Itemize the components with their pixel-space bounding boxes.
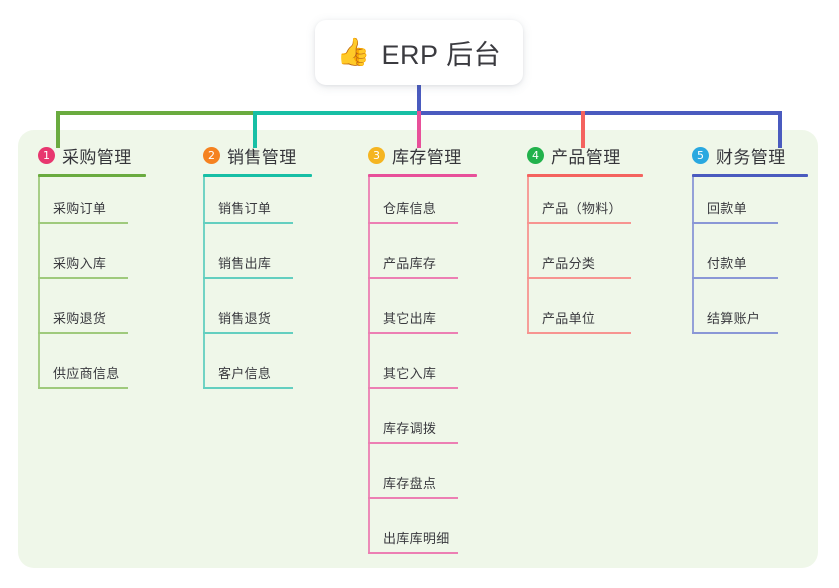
leaf-node[interactable]: 其它出库	[368, 310, 458, 334]
leaf-label: 产品库存	[383, 256, 437, 271]
leaf-node[interactable]: 付款单	[692, 255, 778, 279]
leaf-label: 库存盘点	[383, 476, 437, 491]
leaf-node[interactable]: 库存盘点	[368, 475, 458, 499]
leaf-node[interactable]: 库存调拨	[368, 420, 458, 444]
leaf-node[interactable]: 出库库明细	[368, 530, 458, 554]
diagram-panel	[18, 130, 818, 568]
leaf-label: 销售退货	[218, 311, 272, 326]
column-4: 4 产品管理	[527, 140, 643, 177]
leaf-node[interactable]: 供应商信息	[38, 365, 128, 389]
leaf-label: 采购入库	[53, 256, 107, 271]
leaf-underline	[527, 277, 631, 279]
leaf-underline	[692, 222, 778, 224]
leaf-label: 结算账户	[707, 311, 761, 326]
column-title: 销售管理	[227, 147, 297, 167]
leaf-node[interactable]: 客户信息	[203, 365, 293, 389]
leaf-node[interactable]: 产品分类	[527, 255, 631, 279]
leaf-underline	[692, 277, 778, 279]
column-3: 3 库存管理	[368, 140, 477, 177]
leaf-underline	[368, 332, 458, 334]
leaf-label: 产品（物料）	[542, 201, 622, 216]
leaf-label: 产品单位	[542, 311, 596, 326]
leaf-label: 仓库信息	[383, 201, 437, 216]
leaf-node[interactable]: 销售出库	[203, 255, 293, 279]
leaf-label: 其它出库	[383, 311, 437, 326]
leaf-label: 采购订单	[53, 201, 107, 216]
leaf-underline	[203, 387, 293, 389]
column-underline	[527, 174, 643, 177]
leaf-underline	[38, 332, 128, 334]
column-2: 2 销售管理	[203, 140, 312, 177]
column-index-badge: 5	[692, 146, 709, 164]
column-underline	[38, 174, 146, 177]
leaf-label: 回款单	[707, 201, 747, 216]
leaf-node[interactable]: 产品库存	[368, 255, 458, 279]
column-underline	[203, 174, 312, 177]
leaf-underline	[38, 387, 128, 389]
leaf-underline	[368, 497, 458, 499]
leaf-label: 产品分类	[542, 256, 596, 271]
leaf-node[interactable]: 仓库信息	[368, 200, 458, 224]
leaf-underline	[527, 222, 631, 224]
leaf-underline	[38, 222, 128, 224]
leaf-node[interactable]: 采购入库	[38, 255, 128, 279]
leaf-underline	[368, 277, 458, 279]
column-header[interactable]: 2 销售管理	[203, 140, 312, 170]
column-header[interactable]: 3 库存管理	[368, 140, 477, 170]
leaf-underline	[527, 332, 631, 334]
leaf-label: 供应商信息	[53, 366, 120, 381]
leaf-label: 其它入库	[383, 366, 437, 381]
column-1: 1 采购管理	[38, 140, 146, 177]
leaf-label: 付款单	[707, 256, 747, 271]
leaf-label: 销售出库	[218, 256, 272, 271]
leaf-underline	[203, 332, 293, 334]
column-index-badge: 4	[527, 146, 544, 164]
column-title: 产品管理	[551, 147, 621, 167]
leaf-node[interactable]: 采购订单	[38, 200, 128, 224]
column-header[interactable]: 1 采购管理	[38, 140, 146, 170]
leaf-label: 客户信息	[218, 366, 272, 381]
leaf-node[interactable]: 回款单	[692, 200, 778, 224]
leaf-underline	[203, 277, 293, 279]
column-underline	[368, 174, 477, 177]
column-title: 财务管理	[716, 147, 786, 167]
column-underline	[692, 174, 808, 177]
column-5: 5 财务管理	[692, 140, 808, 177]
leaf-underline	[368, 442, 458, 444]
leaf-node[interactable]: 其它入库	[368, 365, 458, 389]
leaf-node[interactable]: 销售退货	[203, 310, 293, 334]
leaf-label: 库存调拨	[383, 421, 437, 436]
column-index-badge: 3	[368, 146, 385, 164]
leaf-node[interactable]: 销售订单	[203, 200, 293, 224]
column-title: 库存管理	[392, 147, 462, 167]
leaf-node[interactable]: 采购退货	[38, 310, 128, 334]
column-index-badge: 1	[38, 146, 55, 164]
leaf-node[interactable]: 产品（物料）	[527, 200, 631, 224]
column-index-badge: 2	[203, 146, 220, 164]
leaf-label: 出库库明细	[383, 531, 450, 546]
leaf-underline	[368, 552, 458, 554]
leaf-underline	[368, 387, 458, 389]
leaf-node[interactable]: 产品单位	[527, 310, 631, 334]
root-node[interactable]: 👍 ERP 后台	[315, 20, 523, 85]
leaf-underline	[38, 277, 128, 279]
column-header[interactable]: 4 产品管理	[527, 140, 643, 170]
leaf-label: 采购退货	[53, 311, 107, 326]
root-title: ERP 后台	[381, 40, 502, 70]
leaf-underline	[368, 222, 458, 224]
leaf-underline	[692, 332, 778, 334]
thumbs-up-icon: 👍	[336, 37, 371, 67]
column-header[interactable]: 5 财务管理	[692, 140, 808, 170]
leaf-underline	[203, 222, 293, 224]
column-title: 采购管理	[62, 147, 132, 167]
leaf-node[interactable]: 结算账户	[692, 310, 778, 334]
leaf-label: 销售订单	[218, 201, 272, 216]
